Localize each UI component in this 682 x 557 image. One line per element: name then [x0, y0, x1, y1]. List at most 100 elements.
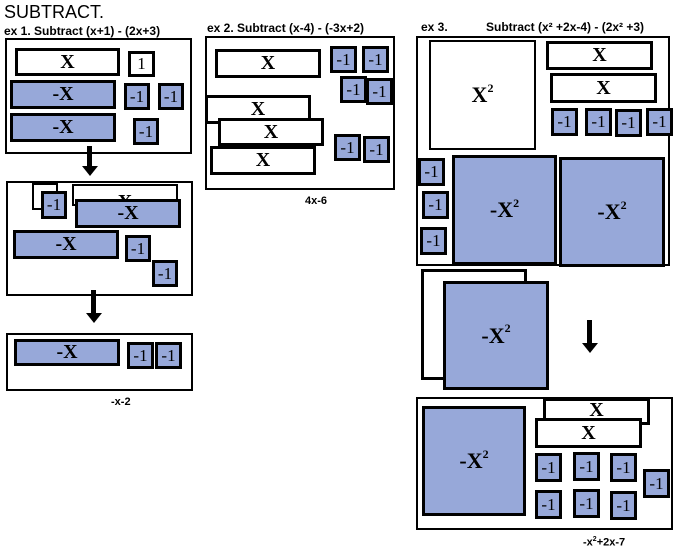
- ex2-answer: 4x-6: [305, 195, 328, 207]
- x-tile: X: [550, 73, 657, 103]
- tile-label: X: [255, 149, 271, 171]
- tile-label: -1: [424, 162, 439, 181]
- tile-label: X: [596, 76, 611, 99]
- tile-label: -X2: [459, 446, 489, 473]
- neg-one-tile: -1: [615, 109, 642, 137]
- ex3-answer: -x2+2x-7: [583, 536, 625, 549]
- neg-x-tile: -X: [75, 199, 181, 228]
- x-tile: X: [15, 48, 120, 76]
- tile-label: -1: [591, 112, 606, 131]
- neg-one-tile: -1: [124, 83, 150, 110]
- neg-one-tile: -1: [646, 108, 673, 136]
- tile-label: -1: [163, 86, 179, 106]
- ex3-heading: Subtract (x² +2x-4) - (2x² +3): [486, 20, 645, 34]
- neg-one-tile: -1: [334, 134, 361, 161]
- answer-exponent: 2: [592, 536, 597, 543]
- tile-label: -1: [369, 139, 384, 159]
- neg-one-tile: -1: [133, 118, 159, 145]
- tile-label: -1: [138, 121, 154, 141]
- tile-label: -1: [372, 81, 387, 101]
- neg-one-tile: -1: [610, 491, 637, 520]
- tile-label: -X2: [597, 197, 627, 224]
- tile-label: X: [60, 50, 75, 73]
- tile-label: -1: [336, 49, 351, 69]
- tile-label: -1: [579, 456, 594, 476]
- neg-x-tile: -X: [13, 230, 119, 259]
- neg-one-tile: -1: [585, 108, 612, 136]
- tile-label: -1: [428, 195, 443, 214]
- tile-label: X2: [471, 80, 494, 107]
- one-tile: 1: [128, 51, 155, 77]
- tile-label: -X: [52, 116, 74, 138]
- tile-label: -X2: [481, 321, 511, 348]
- tile-label: -1: [616, 457, 631, 477]
- neg-one-tile: -1: [535, 490, 562, 519]
- answer-part: +2x-7: [596, 536, 626, 549]
- neg-one-tile: -1: [551, 108, 578, 136]
- neg-one-tile: -1: [125, 235, 151, 262]
- tile-label: -X: [52, 83, 74, 105]
- ex3-heading-number: ex 3.: [421, 20, 448, 34]
- neg-one-tile: -1: [155, 342, 182, 369]
- neg-one-tile: -1: [340, 76, 367, 103]
- neg-one-tile: -1: [643, 469, 670, 498]
- tile-label: -1: [557, 112, 572, 131]
- neg-one-tile: -1: [152, 260, 178, 287]
- tile-label: -1: [129, 86, 145, 106]
- neg-x-tile: -X: [14, 339, 120, 366]
- neg-one-tile: -1: [158, 83, 184, 110]
- tile-label: X: [260, 52, 276, 74]
- tile-label: -1: [340, 137, 355, 157]
- tile-label: -1: [649, 473, 664, 493]
- tile-label: -1: [541, 457, 556, 477]
- tile-label: -1: [161, 345, 176, 365]
- tile-label: -1: [426, 231, 441, 250]
- tile-label: X: [581, 421, 596, 444]
- tile-label: X: [250, 98, 266, 120]
- neg-one-tile: -1: [418, 158, 445, 186]
- ex1-answer: -x-2: [111, 396, 131, 408]
- tile-label: -1: [133, 345, 148, 365]
- tile-label: -X2: [489, 195, 520, 222]
- tile-label: -1: [346, 79, 361, 99]
- tile-label: -X: [55, 233, 77, 255]
- tile-label: -1: [579, 493, 594, 513]
- neg-one-tile: -1: [363, 136, 390, 163]
- neg-x-tile: -X: [10, 113, 116, 142]
- neg-one-tile: -1: [330, 46, 357, 73]
- tile-label: X: [592, 44, 607, 66]
- x-squared-tile: X2: [429, 40, 536, 150]
- ex1-heading: ex 1. Subtract (x+1) - (2x+3): [4, 24, 161, 38]
- tile-label: -1: [157, 263, 173, 283]
- tile-label: -1: [130, 238, 146, 258]
- tile-label: -1: [652, 112, 667, 131]
- tile-label: X: [589, 399, 604, 421]
- tile-label: -X: [117, 202, 139, 224]
- neg-one-tile: -1: [422, 191, 449, 219]
- neg-one-tile: -1: [127, 342, 154, 369]
- tile-label: -1: [541, 494, 556, 514]
- tile-label: -1: [46, 195, 62, 214]
- x-tile: X: [215, 49, 321, 78]
- neg-one-tile: -1: [420, 227, 447, 255]
- neg-one-tile: -1: [366, 78, 393, 105]
- x-tile: X: [546, 41, 653, 70]
- x-tile: X: [210, 146, 316, 175]
- answer-part: -x: [583, 536, 593, 549]
- x-tile: X: [218, 118, 324, 146]
- tile-label: 1: [137, 54, 146, 73]
- tile-label: X: [263, 120, 279, 143]
- neg-one-tile: -1: [535, 453, 562, 482]
- neg-one-tile: -1: [573, 489, 600, 518]
- neg-one-tile: -1: [610, 453, 637, 482]
- neg-one-tile: -1: [362, 46, 389, 73]
- x-tile: X: [535, 418, 642, 448]
- tile-label: -1: [368, 49, 383, 69]
- neg-x-tile: -X: [10, 80, 116, 109]
- tile-label: -1: [616, 495, 631, 515]
- page-title: SUBTRACT.: [4, 2, 105, 22]
- neg-x-squared-tile: -X2: [443, 281, 549, 390]
- tile-label: -1: [621, 113, 636, 132]
- neg-x-squared-tile: -X2: [422, 406, 526, 516]
- ex2-heading: ex 2. Subtract (x-4) - (-3x+2): [207, 21, 365, 35]
